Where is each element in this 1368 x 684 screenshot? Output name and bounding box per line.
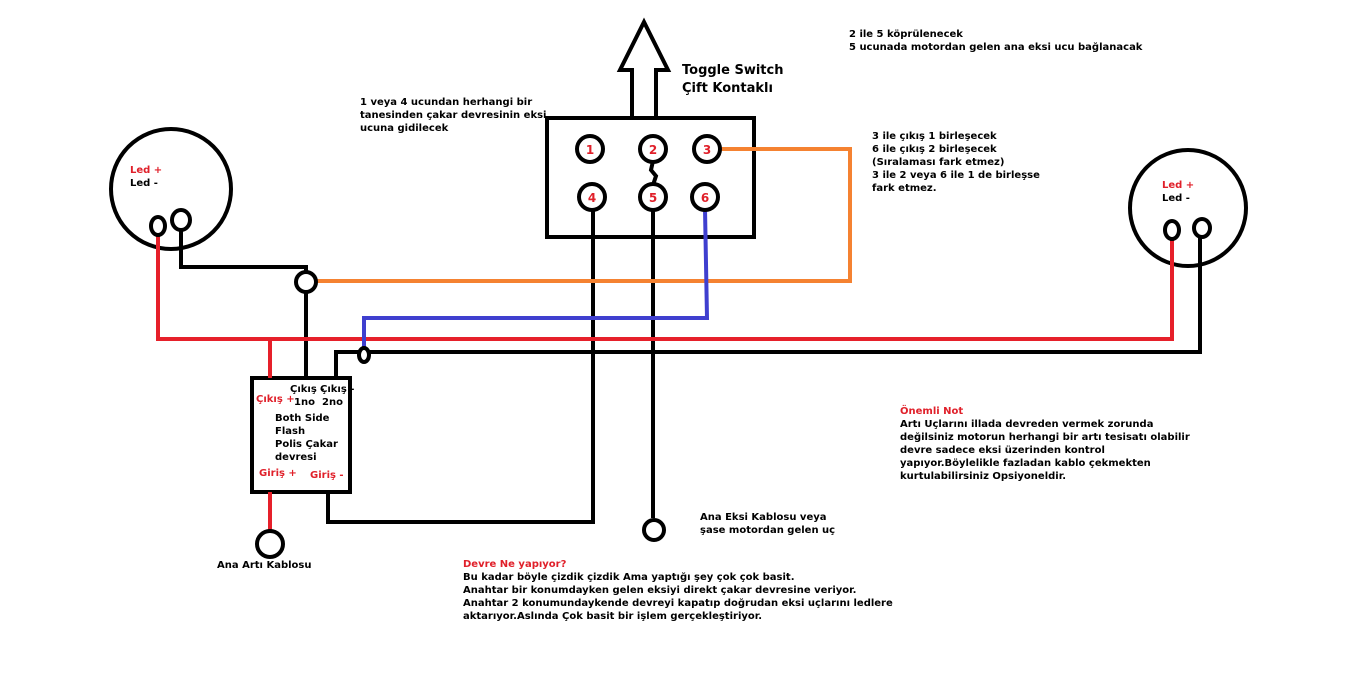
- important-note-line2: değilsiniz motorun herhangi bir artı tes…: [900, 432, 1190, 443]
- right-led-minus-label: Led -: [1162, 193, 1190, 204]
- flasher-in-plus-label: Giriş +: [259, 468, 297, 479]
- important-note-line1: Artı Uçlarını illada devreden vermek zor…: [900, 419, 1154, 430]
- flasher-in-minus-label: Giriş -: [310, 470, 344, 481]
- left-led-minus-wire: [179, 227, 308, 377]
- ground-terminal: [642, 518, 666, 542]
- explain-line2: Anahtar bir konumdayken gelen eksiyi dir…: [463, 585, 857, 596]
- switch-pin-labels: 1 2 3 4 5 6: [586, 143, 711, 205]
- switch-title-line2: Çift Kontaklı: [682, 81, 773, 96]
- flasher-out1-label-line2: 1no: [294, 397, 315, 408]
- important-note-title: Önemli Not: [900, 406, 964, 417]
- right-led-plus-label: Led +: [1162, 180, 1195, 191]
- important-note-line5: kurtulabilirsiniz Opsiyoneldir.: [900, 471, 1067, 482]
- main-plus-terminal: [255, 529, 285, 559]
- pin2-pin5-bridge: [648, 160, 659, 186]
- flasher-out2-label-line2: 2no: [322, 397, 343, 408]
- orange-wire: [306, 147, 852, 283]
- right-led-circle: [1128, 148, 1248, 268]
- pins-note-line4: 3 ile 2 veya 6 ile 1 de birleşse: [872, 170, 1040, 181]
- switch-pin-6: [690, 182, 720, 212]
- ground-label-line1: Ana Eksi Kablosu veya: [700, 512, 827, 523]
- pin14-note-line1: 1 veya 4 ucundan herhangi bir: [360, 97, 533, 108]
- flasher-box: [250, 376, 352, 494]
- pin14-note-line3: ucuna gidilecek: [360, 123, 449, 134]
- pin-label-5: 5: [649, 191, 657, 205]
- switch-pin-4: [577, 182, 607, 212]
- flasher-out2-label-line1: Çıkış -: [320, 384, 355, 395]
- pin-label-6: 6: [701, 191, 709, 205]
- pin-label-1: 1: [586, 143, 594, 157]
- important-note-line4: yapıyor.Böylelikle fazladan kablo çekmek…: [900, 458, 1151, 469]
- pins-note-line3: (Sıralaması fark etmez): [872, 157, 1005, 168]
- flasher-name-line1: Both Side: [275, 413, 330, 424]
- switch-pin-2: [638, 134, 668, 164]
- switch-pin-3: [692, 134, 722, 164]
- right-led-minus-terminal: [1192, 217, 1212, 239]
- terminals: [149, 208, 1212, 559]
- left-led-plus-label: Led +: [130, 165, 163, 176]
- left-led-circle: [109, 127, 233, 251]
- bridge-note-line2: 5 ucunada motordan gelen ana eksi ucu ba…: [849, 42, 1143, 53]
- explain-line1: Bu kadar böyle çizdik çizdik Ama yaptığı…: [463, 572, 795, 583]
- flasher-name-line4: devresi: [275, 452, 317, 463]
- left-led-plus-wire: [156, 236, 272, 378]
- pin-label-4: 4: [588, 191, 596, 205]
- red-wires: [156, 236, 1174, 531]
- right-led-plus-wire: [270, 238, 1174, 341]
- switch-pin-1: [575, 134, 605, 164]
- ground-label-line2: şase motordan gelen uç: [700, 525, 836, 536]
- left-led-minus-label: Led -: [130, 178, 158, 189]
- flasher-name-line3: Polis Çakar: [275, 439, 338, 450]
- black-wires: [179, 160, 1202, 524]
- pin14-note-line2: tanesinden çakar devresinin eksi: [360, 110, 547, 121]
- pin4-wire: [326, 209, 595, 524]
- pins-note-line5: fark etmez.: [872, 183, 937, 194]
- switch-title-line1: Toggle Switch: [682, 63, 784, 78]
- pins-note-line1: 3 ile çıkış 1 birleşecek: [872, 131, 997, 142]
- pin-label-3: 3: [703, 143, 711, 157]
- blue-wire: [362, 208, 710, 355]
- explain-title: Devre Ne yapıyor?: [463, 559, 567, 570]
- flasher-out1-label-line1: Çıkış -: [290, 384, 325, 395]
- main-plus-label: Ana Artı Kablosu: [217, 560, 312, 571]
- pins-note-line2: 6 ile çıkış 2 birleşecek: [872, 144, 997, 155]
- left-led-plus-terminal: [149, 215, 167, 237]
- explain-line4: aktarıyor.Aslında Çok basit bir işlem ge…: [463, 611, 763, 622]
- right-led-plus-terminal: [1163, 219, 1181, 241]
- junction-blue: [357, 346, 371, 364]
- left-led-minus-terminal: [170, 208, 192, 232]
- pin-label-2: 2: [649, 143, 657, 157]
- right-led-minus-wire: [334, 238, 1202, 377]
- switch-pin-5: [638, 182, 668, 212]
- important-note-line3: devre sadece eksi üzerinden kontrol: [900, 445, 1105, 456]
- up-arrow: [616, 17, 672, 117]
- explain-line3: Anahtar 2 konumundaykende devreyi kapatı…: [463, 598, 893, 609]
- junction-orange: [294, 270, 318, 294]
- bridge-note-line1: 2 ile 5 köprülenecek: [849, 29, 963, 40]
- switch-pins: [575, 134, 722, 212]
- flasher-out-plus-label: Çıkış +: [256, 394, 295, 405]
- flasher-name-line2: Flash: [275, 426, 306, 437]
